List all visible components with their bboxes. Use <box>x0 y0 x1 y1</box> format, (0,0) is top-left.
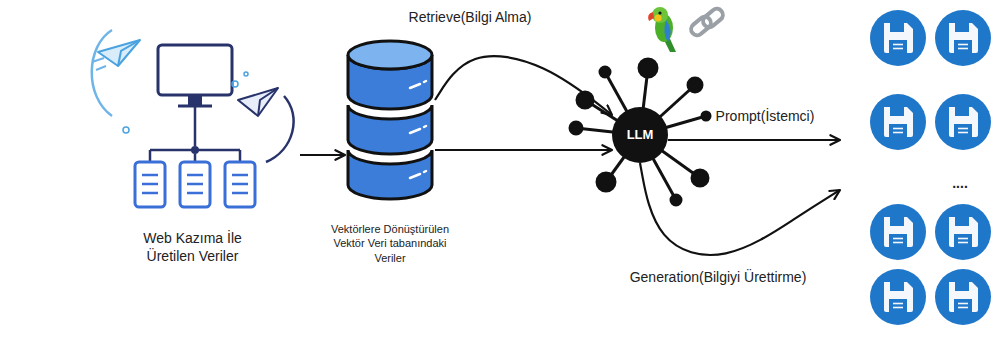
ellipsis-mark: .... <box>935 174 985 192</box>
llm-network-icon <box>570 59 710 205</box>
output-document-icons <box>870 10 991 325</box>
flow-arrow <box>435 56 612 115</box>
web-scraping-icon <box>92 30 294 207</box>
flow-arrow <box>300 154 345 156</box>
edge-label: Generation(Bilgiyi Ürettirme) <box>627 269 810 286</box>
edge-label: Retrieve(Bilgi Alma) <box>406 9 535 26</box>
text-holder: Vektörlere Dönüştürülen Vektör Veri taba… <box>320 222 460 265</box>
database-cylinder <box>348 41 432 199</box>
output-files-node: .... <box>840 6 1000 332</box>
text-holder: LLM <box>612 107 668 163</box>
edge-label: Prompt(İstemci) <box>713 108 818 125</box>
text-holder: .... <box>935 174 985 192</box>
flow-arrow <box>640 163 840 255</box>
chain-icon <box>689 6 726 37</box>
vector-database-node: Vektörlere Dönüştürülen Vektör Veri taba… <box>345 35 435 200</box>
llm-node: LLM <box>612 107 668 163</box>
flow-arrow <box>668 139 840 141</box>
scraped-data-node: Web Kazıma İle Üretilen Veriler <box>85 30 300 215</box>
llm-label: LLM <box>627 127 654 144</box>
node-caption: Vektörlere Dönüştürülen Vektör Veri taba… <box>320 222 460 265</box>
text-holder: Web Kazıma İle Üretilen Veriler <box>118 229 268 265</box>
flow-arrow <box>435 149 612 151</box>
parrot-icon <box>648 7 676 52</box>
node-caption: Web Kazıma İle Üretilen Veriler <box>118 229 268 265</box>
